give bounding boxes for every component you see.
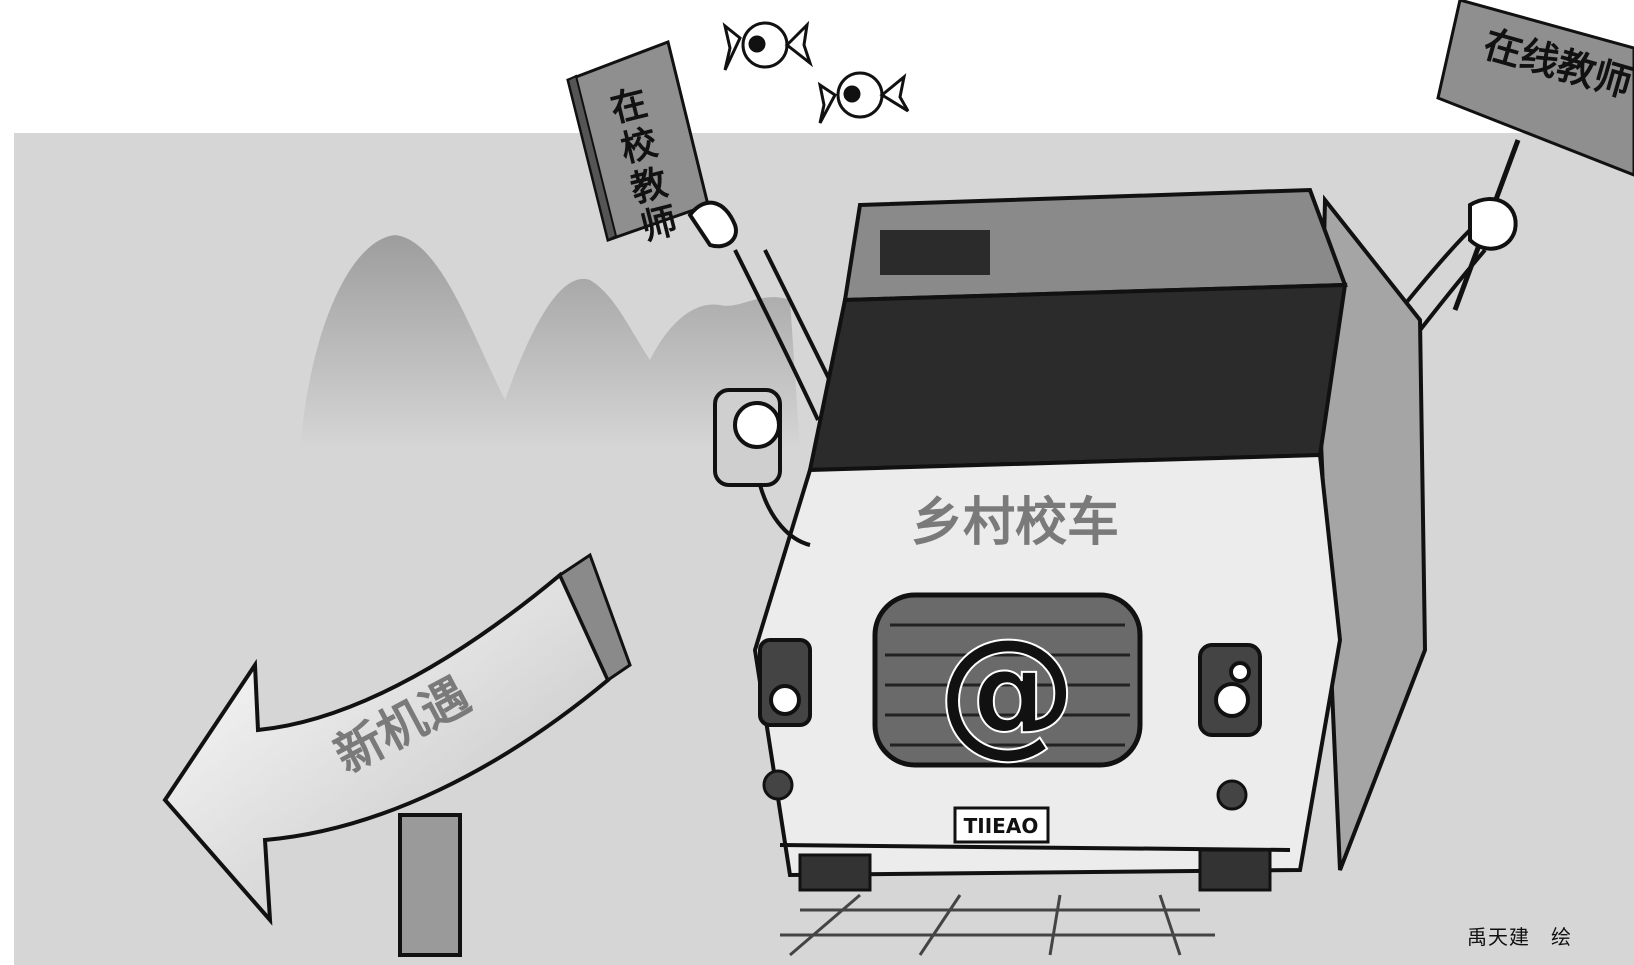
license-plate-text: TIIEAO [964, 814, 1039, 838]
license-plate [953, 806, 1050, 844]
fog-light-icon [1216, 779, 1248, 811]
bird-icon [817, 71, 910, 124]
credit-action: 绘 [1551, 925, 1572, 949]
bird-icon [722, 20, 813, 71]
grille-at-symbol: @ [937, 609, 1077, 772]
road [780, 893, 1215, 957]
artist-credit: 禹天建 绘 [1467, 921, 1572, 950]
mountains [300, 235, 800, 450]
side-mirror-icon [713, 388, 811, 547]
bus-front-label: 乡村校车 [911, 493, 1119, 553]
rural-school-bus: @ 乡村校车 TIIEAO [713, 187, 1428, 892]
headlight-icon [758, 638, 812, 727]
fog-light-icon [762, 769, 794, 801]
new-opportunity-arrow-sign: 新机遇 [162, 552, 632, 957]
headlight-icon [1198, 643, 1262, 737]
artist-name: 禹天建 [1467, 925, 1530, 949]
bus-grille [872, 592, 1143, 768]
arms [687, 197, 1518, 421]
